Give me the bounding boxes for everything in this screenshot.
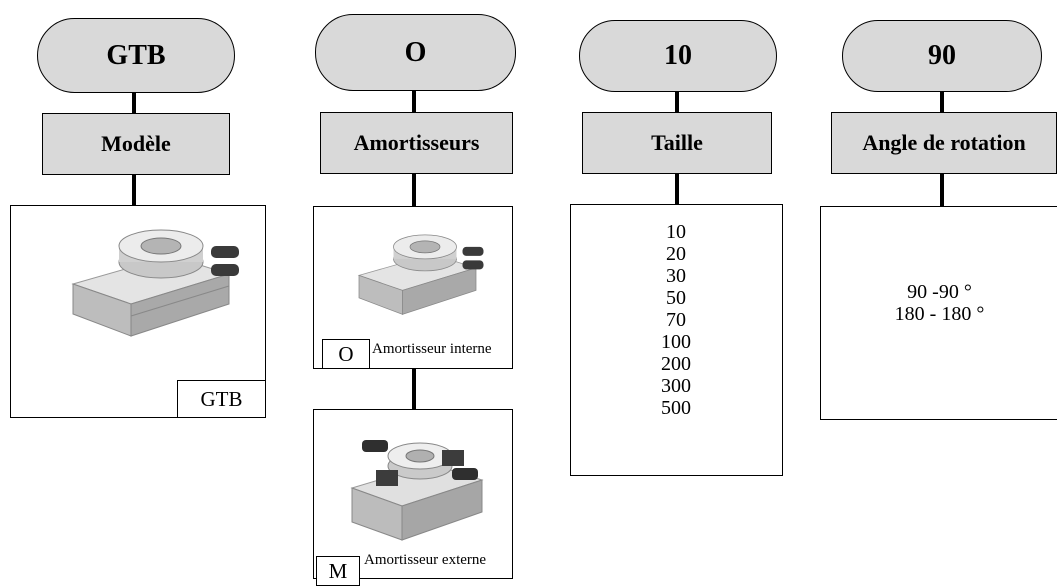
model-code-pill: GTB xyxy=(37,18,235,93)
size-options-panel: 10 20 30 50 70 100 200 300 500 xyxy=(570,204,783,476)
size-value: 20 xyxy=(666,243,686,265)
size-value: 300 xyxy=(661,375,691,397)
internal-shock-option-panel: O Amortisseur interne xyxy=(313,206,513,369)
size-label-box: Taille xyxy=(582,112,772,174)
shock-absorber-code-pill: O xyxy=(315,14,516,91)
rotary-actuator-external-shock-image xyxy=(350,440,484,541)
size-value: 30 xyxy=(666,265,686,287)
external-shock-description: Amortisseur externe xyxy=(364,552,487,568)
size-value: 50 xyxy=(666,287,686,309)
angle-label-box: Angle de rotation xyxy=(831,112,1057,174)
external-shock-code: M xyxy=(316,556,360,586)
size-value: 200 xyxy=(661,353,691,375)
external-shock-option-panel: M Amortisseur externe xyxy=(313,409,513,586)
size-value: 70 xyxy=(666,309,686,331)
size-values-list: 10 20 30 50 70 100 200 300 500 xyxy=(571,221,781,419)
angle-value: 90 -90 ° xyxy=(907,281,972,303)
connector-line xyxy=(940,92,944,112)
angle-value: 180 - 180 ° xyxy=(894,303,985,325)
model-option-code: GTB xyxy=(177,380,266,418)
size-value: 500 xyxy=(661,397,691,419)
connector-line xyxy=(412,91,416,112)
rotary-actuator-internal-shock-image xyxy=(357,234,484,315)
connector-line xyxy=(675,92,679,112)
angle-code-pill: 90 xyxy=(842,20,1042,92)
angle-options-panel: 90 -90 ° 180 - 180 ° xyxy=(820,206,1057,420)
connector-line xyxy=(675,174,679,204)
connector-line xyxy=(132,175,136,205)
size-value: 10 xyxy=(666,221,686,243)
internal-shock-code: O xyxy=(322,339,370,369)
size-code-pill: 10 xyxy=(579,20,777,92)
connector-line xyxy=(412,174,416,206)
connector-line xyxy=(132,93,136,113)
connector-line xyxy=(940,174,944,206)
shock-absorber-label-box: Amortisseurs xyxy=(320,112,513,174)
connector-line xyxy=(412,369,416,409)
rotary-actuator-image xyxy=(71,229,239,337)
angle-values-list: 90 -90 ° 180 - 180 ° xyxy=(821,281,1057,325)
model-option-panel: GTB xyxy=(10,205,266,418)
model-label-box: Modèle xyxy=(42,113,230,175)
internal-shock-description: Amortisseur interne xyxy=(372,341,492,357)
size-value: 100 xyxy=(661,331,691,353)
